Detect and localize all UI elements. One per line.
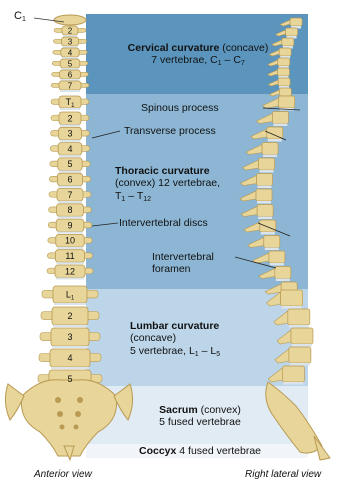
intervertebral-foramen-callout: Intervertebral foramen bbox=[152, 251, 214, 276]
transverse-process-callout: Transverse process bbox=[124, 125, 216, 137]
anterior-view-caption: Anterior view bbox=[34, 469, 92, 481]
intervertebral-discs-callout: Intervertebral discs bbox=[119, 217, 208, 229]
spinous-process-callout: Spinous process bbox=[141, 102, 219, 114]
lateral-view-caption: Right lateral view bbox=[245, 469, 337, 481]
